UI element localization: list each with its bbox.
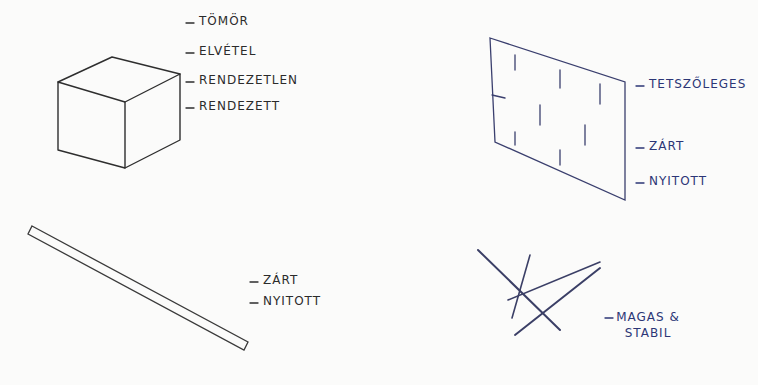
sketch-label: MAGAS & STABIL <box>616 310 680 341</box>
sketch-label: ELVÉTEL <box>199 44 256 60</box>
wall-sketch <box>490 38 625 200</box>
sketch-label: TETSZŐLEGES <box>649 77 746 93</box>
crossed-sticks <box>478 250 600 335</box>
sketch-label: TÖMÖR <box>199 14 249 30</box>
sketch-label: ZÁRT <box>649 139 684 155</box>
cube-sketch <box>58 57 180 168</box>
sketch-label: RENDEZETLEN <box>199 73 298 89</box>
sketch-label: NYITOTT <box>649 174 707 190</box>
sketch-label: NYITOTT <box>263 294 321 310</box>
bullet-dashes <box>186 23 258 303</box>
bullet-dashes-blue <box>605 86 644 318</box>
sketch-label: RENDEZETT <box>199 99 280 115</box>
bar-sketch <box>28 226 248 350</box>
sketch-label: ZÁRT <box>263 273 298 289</box>
